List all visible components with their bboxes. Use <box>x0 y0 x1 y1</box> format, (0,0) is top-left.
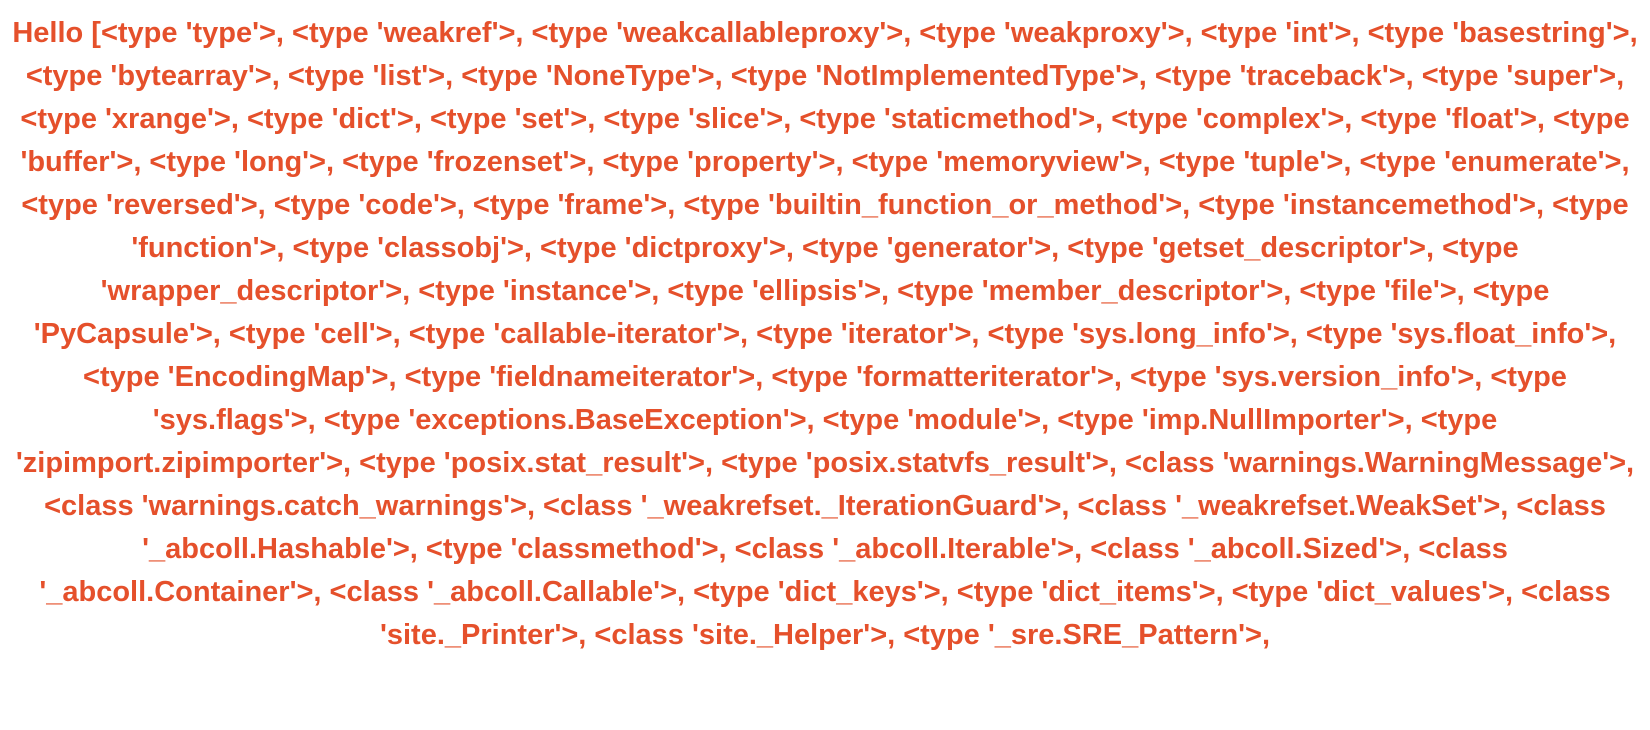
python-types-output-text: Hello [<type 'type'>, <type 'weakref'>, … <box>12 17 1638 651</box>
